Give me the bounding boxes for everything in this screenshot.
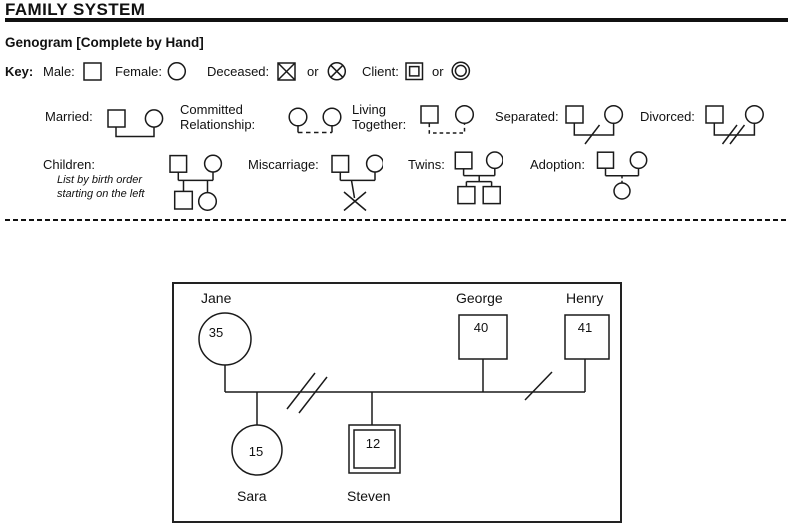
separated-label: Separated: <box>495 109 559 124</box>
male-label: Male: <box>43 64 75 79</box>
committed-label: Committed Relationship: <box>180 102 255 132</box>
twins-icon <box>454 151 503 205</box>
steven-age: 12 <box>365 436 381 451</box>
george-age: 40 <box>473 320 489 335</box>
henry-name-label: Henry <box>566 290 604 306</box>
title-double-rule <box>5 18 788 22</box>
steven-client-square-outer <box>348 424 401 474</box>
sara-circle <box>231 424 283 476</box>
children-note: List by birth order starting on the left <box>57 174 144 201</box>
male-square-icon <box>83 62 102 81</box>
divorced-icon <box>705 104 764 145</box>
divorced-label: Divorced: <box>640 109 695 124</box>
george-name-label: George <box>456 290 503 306</box>
george-square <box>458 314 508 360</box>
separation-slash-icon <box>524 371 553 401</box>
genogram-frame: Jane George Henry 35 40 41 15 12 Sara St… <box>172 282 622 523</box>
living-label-line1: Living <box>352 102 386 117</box>
living-together-icon <box>420 104 475 134</box>
twins-label: Twins: <box>408 157 445 172</box>
steven-name-label: Steven <box>347 488 391 504</box>
client-or-label: or <box>432 64 444 79</box>
henry-square <box>564 314 610 360</box>
miscarriage-icon <box>331 154 383 212</box>
client-square-icon <box>405 62 424 81</box>
children-label: Children: <box>43 157 96 172</box>
client-circle-icon <box>451 61 471 81</box>
client-label: Client: <box>362 64 399 79</box>
jane-age: 35 <box>208 325 224 340</box>
sara-name-label: Sara <box>237 488 267 504</box>
jane-circle <box>198 312 252 366</box>
deceased-square-icon <box>277 62 296 81</box>
sara-age: 15 <box>248 444 264 459</box>
living-together-label: Living Together: <box>352 102 406 132</box>
living-label-line2: Together: <box>352 117 407 132</box>
deceased-circle-icon <box>327 62 347 81</box>
key-label: Key: <box>5 64 34 79</box>
children-note-line1: List by birth order <box>57 174 142 186</box>
page-title: FAMILY SYSTEM <box>5 0 146 19</box>
children-icon <box>169 154 223 211</box>
committed-relationship-icon <box>288 107 342 134</box>
dashed-separator <box>5 219 788 221</box>
steven-client-square-inner <box>353 429 396 469</box>
divorce-slashes-icon <box>286 372 328 414</box>
jane-name-label: Jane <box>201 290 232 306</box>
deceased-or-label: or <box>307 64 319 79</box>
married-label: Married: <box>45 109 93 124</box>
committed-label-line2: Relationship: <box>180 117 256 132</box>
female-label: Female: <box>115 64 162 79</box>
genogram-diagram <box>198 312 610 476</box>
henry-age: 41 <box>577 320 593 335</box>
adoption-icon <box>596 151 648 200</box>
separated-icon <box>565 104 624 145</box>
page-subtitle: Genogram [Complete by Hand] <box>5 35 204 50</box>
children-note-line2: starting on the left <box>57 187 145 200</box>
deceased-label: Deceased: <box>207 64 270 79</box>
miscarriage-label: Miscarriage: <box>248 157 319 172</box>
adoption-label: Adoption: <box>530 157 585 172</box>
married-icon <box>107 109 164 138</box>
female-circle-icon <box>167 62 187 81</box>
committed-label-line1: Committed <box>180 102 243 117</box>
